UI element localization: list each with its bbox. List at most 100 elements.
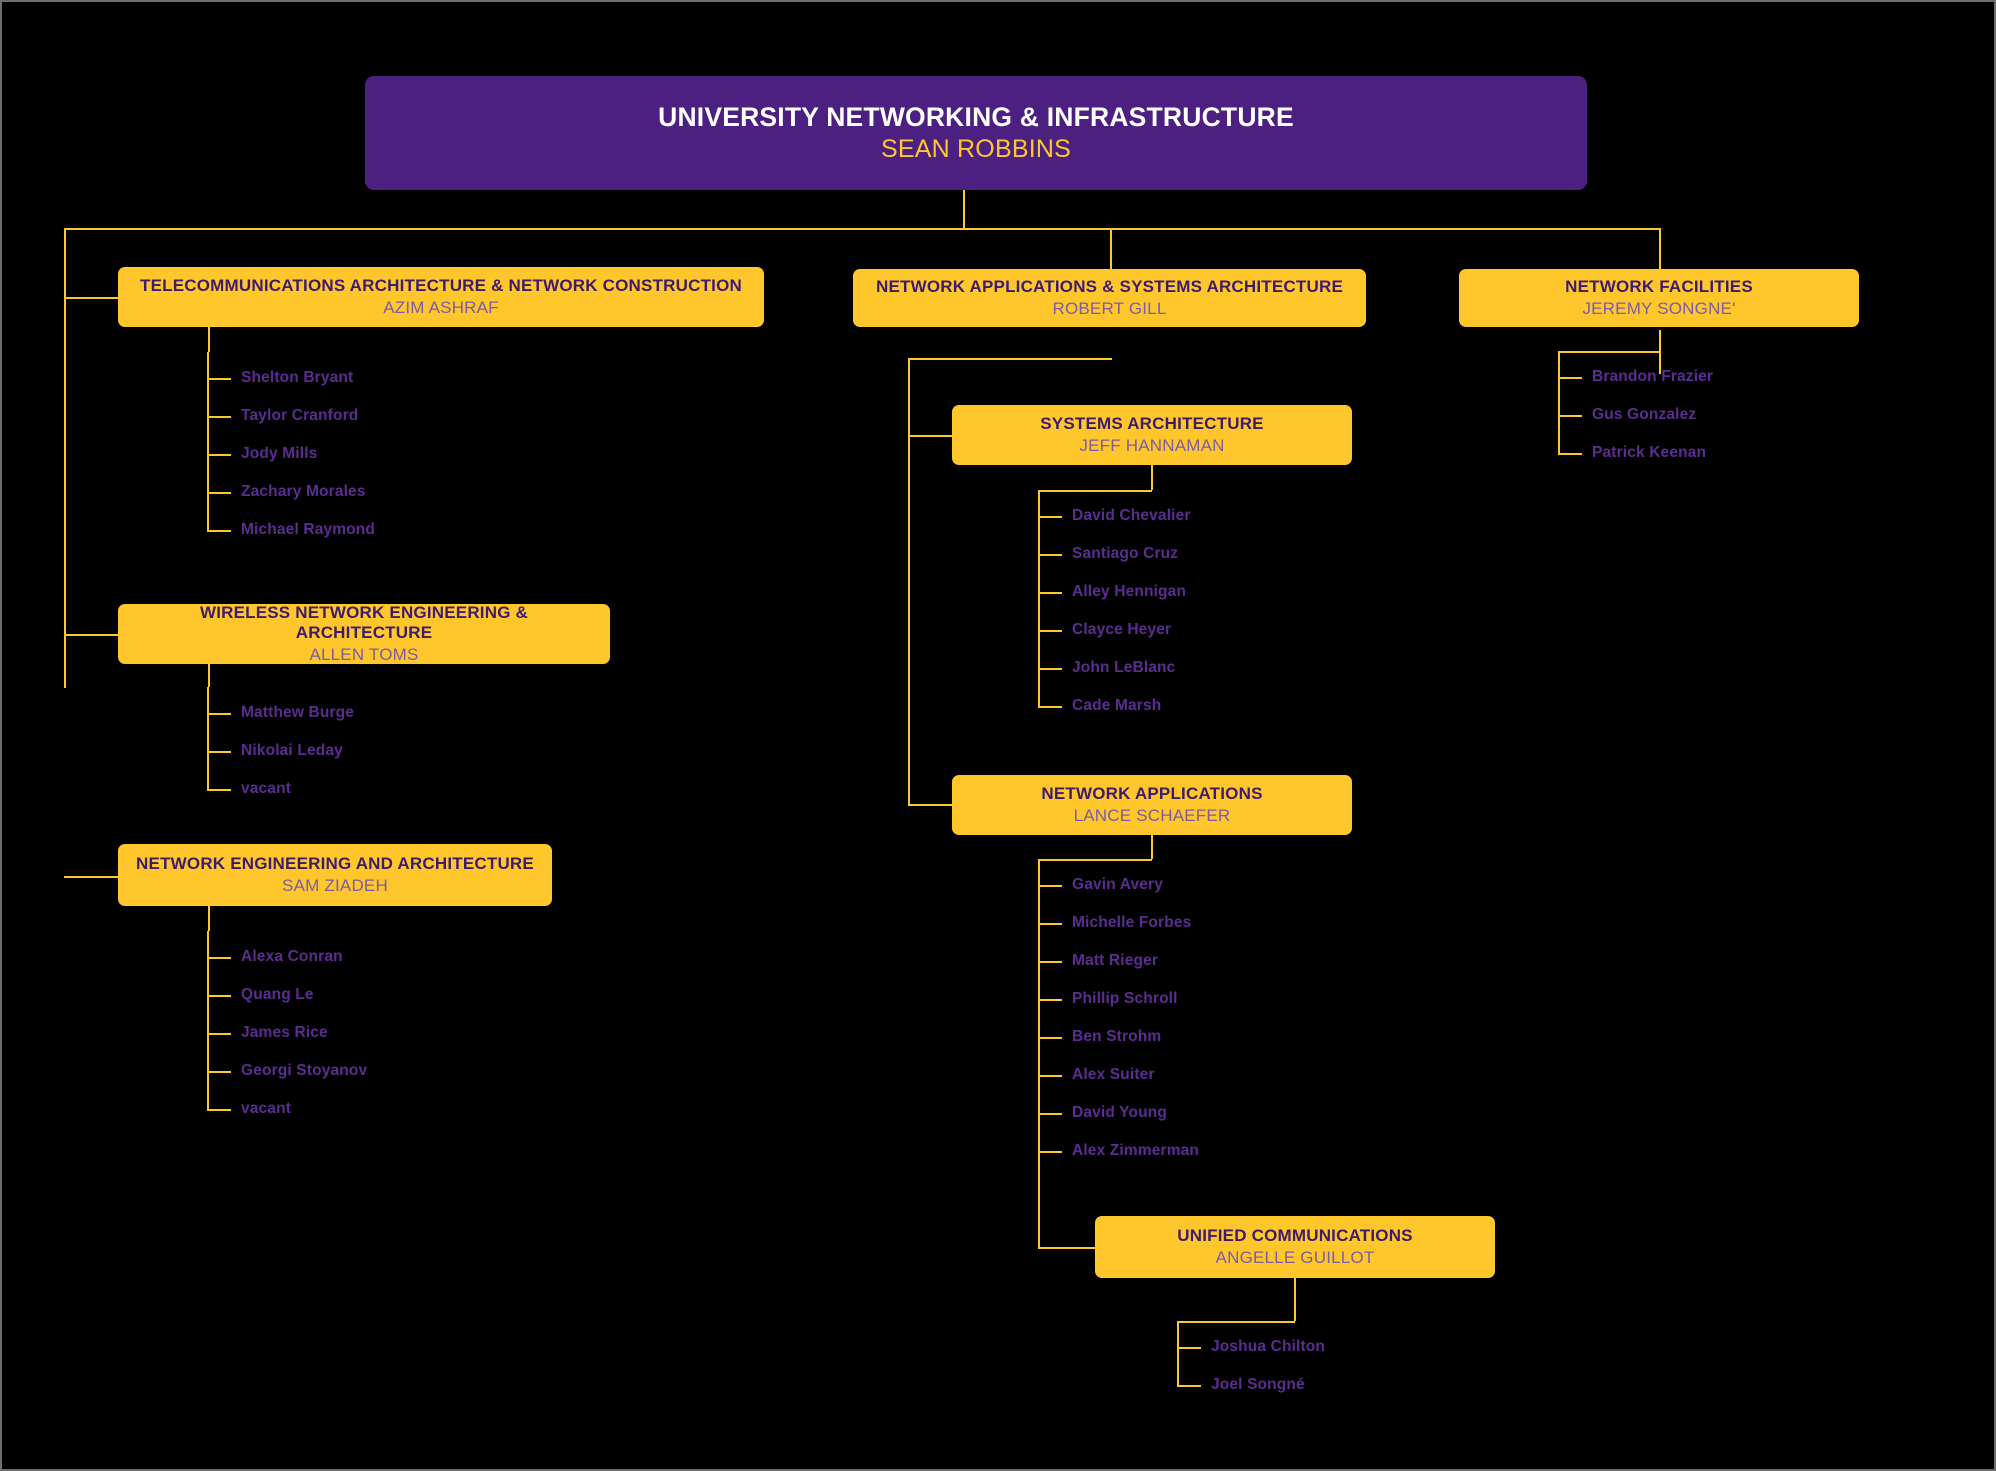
connector-spine-into-unified-communications [1038,1247,1095,1249]
list-item[interactable]: Phillip Schroll [1072,990,1178,1007]
connector-network-facilities-tick [1558,377,1582,379]
connector-systems-architecture-tick [1038,554,1062,556]
list-item[interactable]: Brandon Frazier [1592,368,1714,385]
node-wireless-network[interactable]: WIRELESS NETWORK ENGINEERING & ARCHITECT… [118,603,610,664]
node-network-engineering-title: NETWORK ENGINEERING AND ARCHITECTURE [136,854,534,874]
connector-mid-to-netapps [908,804,952,806]
node-unified-communications[interactable]: UNIFIED COMMUNICATIONS ANGELLE GUILLOT [1095,1216,1495,1278]
list-item[interactable]: vacant [241,780,292,797]
list-item[interactable]: Matt Rieger [1072,952,1159,969]
node-network-facilities[interactable]: NETWORK FACILITIES JEREMY SONGNE' [1459,269,1859,327]
list-item[interactable]: Cade Marsh [1072,697,1162,714]
list-item[interactable]: Santiago Cruz [1072,545,1179,562]
connector-network-applications-drop [1151,835,1153,859]
list-item[interactable]: James Rice [241,1024,328,1041]
list-item[interactable]: Alex Zimmerman [1072,1142,1200,1159]
list-item[interactable]: Georgi Stoyanov [241,1062,368,1079]
list-item[interactable]: Gavin Avery [1072,876,1163,893]
node-network-facilities-title: NETWORK FACILITIES [1565,277,1753,297]
node-wireless-network-title: WIRELESS NETWORK ENGINEERING & ARCHITECT… [199,603,529,643]
node-network-applications-name: LANCE SCHAEFER [1073,805,1231,825]
connector-systems-architecture-drop [1151,465,1153,490]
node-systems-architecture-title: SYSTEMS ARCHITECTURE [1040,414,1264,434]
connector-network-applications-tick [1038,1075,1062,1077]
list-item[interactable]: Ben Strohm [1072,1028,1162,1045]
connector-network-applications-tick [1038,1113,1062,1115]
node-unified-communications-title: UNIFIED COMMUNICATIONS [1177,1226,1413,1246]
list-item[interactable]: Michelle Forbes [1072,914,1192,931]
connector-wireless-network-tick [207,789,231,791]
list-item[interactable]: Taylor Cranford [241,407,359,424]
connector-network-applications-spine [1038,859,1040,1151]
connector-network-engineering-spine [207,931,209,1109]
connector-unified-communications-tick [1177,1385,1201,1387]
node-network-facilities-name: JEREMY SONGNE' [1582,298,1736,318]
connector-network-facilities-spine [1558,351,1560,453]
node-network-engineering-name: SAM ZIADEH [282,875,388,895]
connector-wireless-network-tick [207,751,231,753]
list-item[interactable]: Joel Songné [1211,1376,1305,1393]
connector-systems-architecture-tick [1038,668,1062,670]
list-item[interactable]: David Young [1072,1104,1167,1121]
connector-telecommunications-tick [207,492,231,494]
connector-network-engineering-tick [207,1109,231,1111]
list-item[interactable]: Patrick Keenan [1592,444,1707,461]
list-item[interactable]: Shelton Bryant [241,369,354,386]
connector-unified-communications-tick [1177,1347,1201,1349]
list-item[interactable]: Alley Hennigan [1072,583,1187,600]
list-item[interactable]: Matthew Burge [241,704,355,721]
connector-network-engineering-drop [208,906,210,931]
connector-network-applications-tick [1038,923,1062,925]
list-item[interactable]: Michael Raymond [241,521,376,538]
list-item[interactable]: Clayce Heyer [1072,621,1172,638]
node-root[interactable]: UNIVERSITY NETWORKING & INFRASTRUCTURE S… [365,76,1587,190]
node-network-apps-systems-arch-name: ROBERT GILL [1052,298,1167,318]
list-item[interactable]: Alex Suiter [1072,1066,1155,1083]
node-systems-architecture-name: JEFF HANNAMAN [1079,435,1225,455]
node-telecommunications-name: AZIM ASHRAF [383,297,499,317]
node-network-apps-systems-arch[interactable]: NETWORK APPLICATIONS & SYSTEMS ARCHITECT… [853,269,1366,327]
list-item[interactable]: Zachary Morales [241,483,366,500]
connector-systems-architecture-tick [1038,706,1062,708]
list-item[interactable]: vacant [241,1100,292,1117]
connector-netapps-spine-to-uc [1038,1151,1040,1247]
connector-network-engineering-tick [207,1071,231,1073]
connector-telecommunications-spine [207,352,209,530]
connector-network-applications-tick [1038,961,1062,963]
connector-left-spine [64,228,66,688]
connector-telecommunications-tick [207,378,231,380]
connector-network-facilities-tick [1558,415,1582,417]
list-item[interactable]: Alexa Conran [241,948,343,965]
connector-network-applications-jog [1038,859,1152,861]
connector-network-engineering-tick [207,1033,231,1035]
connector-telecommunications-tick [207,530,231,532]
list-item[interactable]: Gus Gonzalez [1592,406,1697,423]
connector-network-applications-tick [1038,1037,1062,1039]
connector-main-bus [64,228,1661,230]
node-systems-architecture[interactable]: SYSTEMS ARCHITECTURE JEFF HANNAMAN [952,405,1352,465]
connector-mid-to-sysarch [908,435,952,437]
connector-bus-to-netfacilities [1659,228,1661,274]
node-network-applications-title: NETWORK APPLICATIONS [1041,784,1263,804]
node-telecommunications[interactable]: TELECOMMUNICATIONS ARCHITECTURE & NETWOR… [118,267,764,327]
connector-unified-communications-drop [1294,1278,1296,1321]
node-network-engineering[interactable]: NETWORK ENGINEERING AND ARCHITECTURE SAM… [118,844,552,906]
connector-network-applications-tick [1038,885,1062,887]
connector-systems-architecture-tick [1038,516,1062,518]
node-network-applications[interactable]: NETWORK APPLICATIONS LANCE SCHAEFER [952,775,1352,835]
connector-network-applications-tick [1038,1151,1062,1153]
connector-bus-to-netappsys [1110,228,1112,274]
list-item[interactable]: David Chevalier [1072,507,1191,524]
connector-network-facilities-tick [1558,453,1582,455]
connector-mid-spine-top-h [908,358,1112,360]
list-item[interactable]: Joshua Chilton [1211,1338,1326,1355]
connector-left-to-wireless [64,634,118,636]
list-item[interactable]: Jody Mills [241,445,318,462]
connector-telecommunications-tick [207,416,231,418]
connector-network-applications-tick [1038,999,1062,1001]
list-item[interactable]: Nikolai Leday [241,742,343,759]
node-wireless-network-name: ALLEN TOMS [309,644,419,664]
connector-systems-architecture-spine [1038,490,1040,706]
list-item[interactable]: Quang Le [241,986,314,1003]
list-item[interactable]: John LeBlanc [1072,659,1176,676]
